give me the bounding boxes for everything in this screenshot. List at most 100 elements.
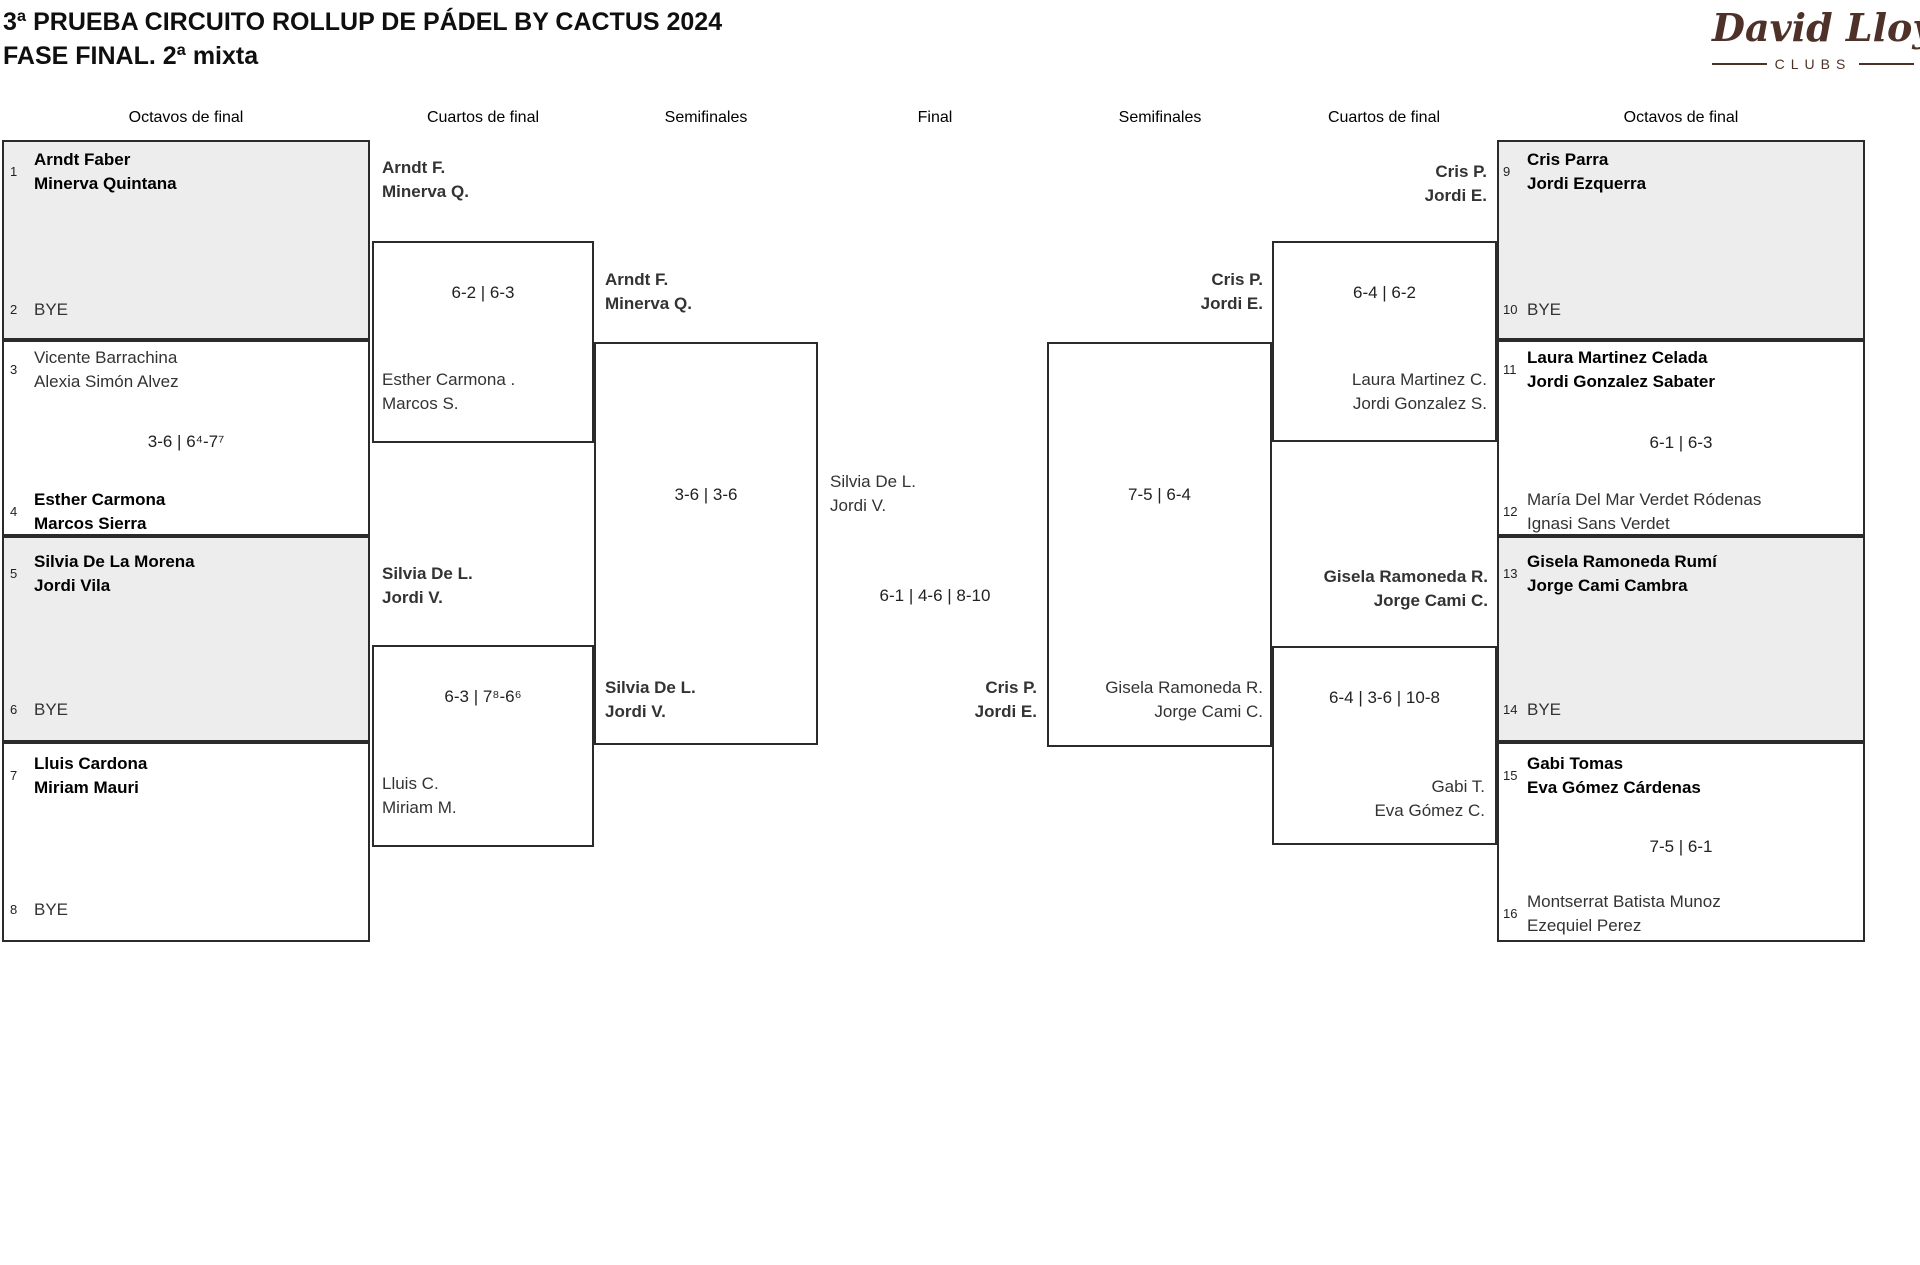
semifinal-left-box xyxy=(594,342,818,745)
player-2-name: Jorge Cami C. xyxy=(1373,591,1488,610)
bracket-slot-seed-11: 11 Laura Martinez Celada Jordi Gonzalez … xyxy=(1503,346,1853,394)
match-score-cuartos-right-1: 6-4 | 6-2 xyxy=(1352,283,1416,302)
octavos-left-box-2 xyxy=(2,340,370,536)
team-names: Gisela Ramoneda Rumí Jorge Cami Cambra xyxy=(1527,550,1717,598)
tournament-title: 3ª PRUEBA CIRCUITO ROLLUP DE PÁDEL BY CA… xyxy=(3,5,722,73)
player-1-name: Arndt Faber xyxy=(34,150,131,169)
octavos-right-box-4 xyxy=(1497,742,1865,942)
match-score-semifinal-left: 3-6 | 3-6 xyxy=(674,485,738,504)
team-names: Arndt Faber Minerva Quintana xyxy=(34,148,177,196)
advancing-team-cuartos-left-2-top: Silvia De L. Jordi V. xyxy=(382,562,473,610)
seed-number: 11 xyxy=(1503,362,1517,377)
player-2-name: Jordi E. xyxy=(1424,186,1487,205)
team-names: Lluis Cardona Miriam Mauri xyxy=(34,752,147,800)
seed-number: 5 xyxy=(10,566,18,581)
player-2-name: Jorge Cami Cambra xyxy=(1527,576,1688,595)
player-1-name: Gisela Ramoneda R. xyxy=(1323,567,1488,586)
column-header-semifinales-left: Semifinales xyxy=(664,109,748,126)
logo-dash-right-icon xyxy=(1859,63,1914,65)
bye-label: BYE xyxy=(34,900,69,919)
team-names: BYE xyxy=(34,898,68,922)
bracket-slot-seed-6: 6 BYE xyxy=(10,698,360,722)
team-names: Gabi Tomas Eva Gómez Cárdenas xyxy=(1527,752,1701,800)
bye-label: BYE xyxy=(34,700,69,719)
bracket-slot-seed-7: 7 Lluis Cardona Miriam Mauri xyxy=(10,752,360,800)
octavos-right-box-1 xyxy=(1497,140,1865,340)
player-1-name: Gisela Ramoneda Rumí xyxy=(1527,552,1717,571)
bracket-slot-seed-4: 4 Esther Carmona Marcos Sierra xyxy=(10,488,360,536)
player-1-name: Lluis Cardona xyxy=(34,754,148,773)
bracket-slot-seed-12: 12 María Del Mar Verdet Ródenas Ignasi S… xyxy=(1503,488,1853,536)
seed-number: 15 xyxy=(1503,768,1518,783)
player-2-name: Minerva Quintana xyxy=(34,174,177,193)
seed-number: 1 xyxy=(10,164,18,179)
seed-number: 13 xyxy=(1503,566,1518,581)
bracket-slot-seed-1: 1 Arndt Faber Minerva Quintana xyxy=(10,148,360,196)
player-2-name: Marcos Sierra xyxy=(34,514,147,533)
player-1-name: Silvia De La Morena xyxy=(34,552,195,571)
advancing-team-cuartos-right-2-top: Gisela Ramoneda R. Jorge Cami C. xyxy=(1272,565,1488,613)
seed-number: 8 xyxy=(10,902,18,917)
player-1-name: Silvia De L. xyxy=(382,564,473,583)
logo-subtitle-row: CLUBS xyxy=(1712,56,1914,72)
player-2-name: Jordi Vila xyxy=(34,576,111,595)
player-1-name: Arndt F. xyxy=(382,158,446,177)
match-score-octavos-left-2: 3-6 | 6⁴-7⁷ xyxy=(147,432,225,451)
player-2-name: Jordi Gonzalez Sabater xyxy=(1527,372,1715,391)
seed-number: 6 xyxy=(10,702,18,717)
player-2-name: Miriam Mauri xyxy=(34,778,139,797)
seed-number: 10 xyxy=(1503,302,1518,317)
bracket-slot-seed-2: 2 BYE xyxy=(10,298,360,322)
match-score-cuartos-right-2: 6-4 | 3-6 | 10-8 xyxy=(1329,688,1440,707)
player-2-name: Jordi Ezquerra xyxy=(1527,174,1647,193)
advancing-team-cuartos-right-1-top: Cris P. Jordi E. xyxy=(1272,160,1487,208)
team-names: Silvia De La Morena Jordi Vila xyxy=(34,550,195,598)
player-2-name: Alexia Simón Alvez xyxy=(34,372,179,391)
advancing-team-cuartos-left-1-top: Arndt F. Minerva Q. xyxy=(382,156,469,204)
player-2-name: Minerva Q. xyxy=(605,294,692,313)
logo-dash-left-icon xyxy=(1712,63,1767,65)
advancing-team-cuartos-left-1-bottom: Esther Carmona . Marcos S. xyxy=(382,368,515,416)
cuartos-left-box-2 xyxy=(372,645,594,847)
column-header-cuartos-left: Cuartos de final xyxy=(426,109,540,126)
team-names: Vicente Barrachina Alexia Simón Alvez xyxy=(34,346,179,394)
match-score-final: 6-1 | 4-6 | 8-10 xyxy=(879,586,991,605)
team-names: BYE xyxy=(34,298,68,322)
team-names: Montserrat Batista Munoz Ezequiel Perez xyxy=(1527,890,1721,938)
player-1-name: Laura Martinez Celada xyxy=(1527,348,1708,367)
player-1-name: Cris P. xyxy=(1435,162,1487,181)
team-names: BYE xyxy=(1527,298,1561,322)
bye-label: BYE xyxy=(1527,700,1562,719)
octavos-right-box-2 xyxy=(1497,340,1865,536)
player-1-name: María Del Mar Verdet Ródenas xyxy=(1527,490,1762,509)
octavos-right-box-3 xyxy=(1497,536,1865,742)
team-names: Laura Martinez Celada Jordi Gonzalez Sab… xyxy=(1527,346,1715,394)
finalist-team-top: Silvia De L. Jordi V. xyxy=(830,470,916,518)
seed-number: 3 xyxy=(10,362,18,377)
player-1-name: Gisela Ramoneda R. xyxy=(1105,678,1263,697)
octavos-left-box-1 xyxy=(2,140,370,340)
player-1-name: Silvia De L. xyxy=(605,678,696,697)
semifinal-right-box xyxy=(1047,342,1272,747)
player-2-name: Ezequiel Perez xyxy=(1527,916,1642,935)
column-header-semifinales-right: Semifinales xyxy=(1118,109,1202,126)
seed-number: 2 xyxy=(10,302,18,317)
bracket-slot-seed-15: 15 Gabi Tomas Eva Gómez Cárdenas xyxy=(1503,752,1853,800)
cuartos-right-box-2 xyxy=(1272,646,1497,845)
seed-number: 7 xyxy=(10,768,18,783)
advancing-team-cuartos-right-1-bottom: Laura Martinez C. Jordi Gonzalez S. xyxy=(1272,368,1487,416)
advancing-team-semifinal-left-top: Arndt F. Minerva Q. xyxy=(605,268,692,316)
seed-number: 12 xyxy=(1503,504,1518,519)
bracket-slot-seed-10: 10 BYE xyxy=(1503,298,1853,322)
logo-subtitle-text: CLUBS xyxy=(1774,56,1852,72)
team-names: María Del Mar Verdet Ródenas Ignasi Sans… xyxy=(1527,488,1761,536)
player-2-name: Miriam M. xyxy=(382,798,457,817)
player-1-name: Cris P. xyxy=(1211,270,1263,289)
player-1-name: Gabi T. xyxy=(1431,777,1485,796)
bracket-slot-seed-13: 13 Gisela Ramoneda Rumí Jorge Cami Cambr… xyxy=(1503,550,1853,598)
bracket-slot-seed-5: 5 Silvia De La Morena Jordi Vila xyxy=(10,550,360,598)
column-header-cuartos-right: Cuartos de final xyxy=(1327,109,1441,126)
match-score-cuartos-left-2: 6-3 | 7⁸-6⁶ xyxy=(444,687,522,706)
player-2-name: Eva Gómez Cárdenas xyxy=(1527,778,1701,797)
